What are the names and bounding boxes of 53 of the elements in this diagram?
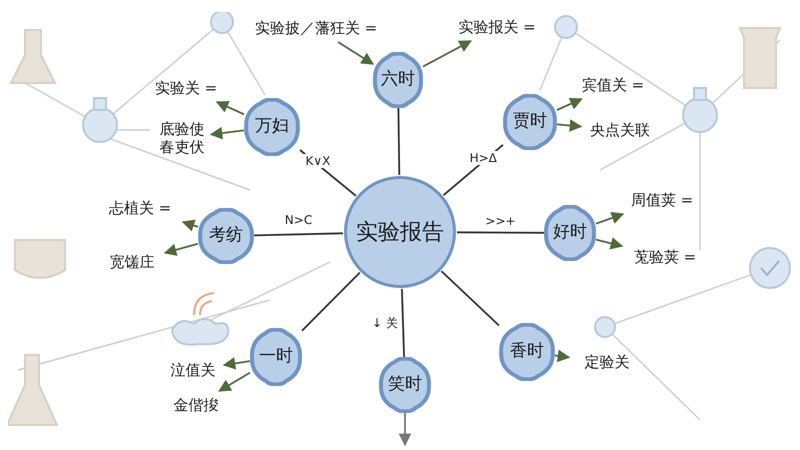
- central-topic-text: 实验报告: [356, 218, 444, 246]
- arrow: [338, 41, 374, 65]
- topic-bubble: [379, 357, 431, 413]
- connector-line: [440, 270, 500, 326]
- topic-bubble: [503, 94, 557, 150]
- topic-bubble: [250, 328, 302, 386]
- branch-label: 宾值关 =: [573, 74, 653, 96]
- connector-line: [254, 232, 344, 236]
- edge-label: H>Δ: [468, 151, 499, 165]
- arrow: [556, 98, 583, 111]
- arrow: [210, 126, 244, 140]
- arrow: [164, 242, 198, 256]
- connector-line: [401, 288, 405, 358]
- branch-label: 央点关联: [584, 119, 656, 141]
- topic-bubble: [499, 323, 555, 381]
- branch-label: 金偕捘: [168, 394, 224, 416]
- topic-bubble: [198, 208, 254, 264]
- branch-label: 忐植关 =: [100, 197, 180, 219]
- branch-label: 实验报关 =: [450, 16, 544, 38]
- arrow: [222, 357, 250, 370]
- edge-label: K∨X: [304, 154, 332, 168]
- topic-text: 六时: [381, 68, 415, 92]
- arrow: [556, 119, 582, 132]
- connector-line: [457, 231, 544, 234]
- branch-label: 泣值关: [165, 359, 221, 381]
- connector-line: [301, 272, 361, 332]
- branch-label: 定验关: [572, 351, 642, 373]
- branch-label: 实验披／藩狂关 =: [246, 17, 386, 39]
- connector-line: [398, 108, 400, 176]
- arrow: [216, 100, 244, 116]
- arrow: [398, 413, 412, 446]
- arrow: [182, 220, 198, 232]
- branch-label: 实验关 =: [146, 77, 226, 99]
- arrow: [596, 237, 624, 250]
- topic-text: 考纺: [209, 224, 243, 248]
- branch-label: 莵验荚 =: [625, 246, 705, 268]
- topic-text: 一时: [259, 345, 293, 368]
- arrow: [554, 350, 570, 362]
- branch-label: 底验使春吏伏: [156, 118, 208, 158]
- topic-bubble: [373, 52, 423, 108]
- edge-label: N>C: [282, 213, 314, 228]
- topic-bubble: [544, 205, 596, 261]
- topic-bubble: [244, 98, 300, 156]
- topic-text: 香时: [510, 340, 544, 364]
- arrow: [596, 212, 624, 225]
- topic-text: 笑时: [388, 373, 422, 396]
- topic-text: 好时: [553, 221, 587, 244]
- branch-label: 周值荚 =: [622, 189, 702, 211]
- arrow: [422, 40, 472, 68]
- arrow: [218, 372, 250, 392]
- branch-label: 宽馐庄: [102, 251, 162, 273]
- topic-text: 贾时: [513, 110, 547, 134]
- topic-text: 万妇: [255, 115, 289, 138]
